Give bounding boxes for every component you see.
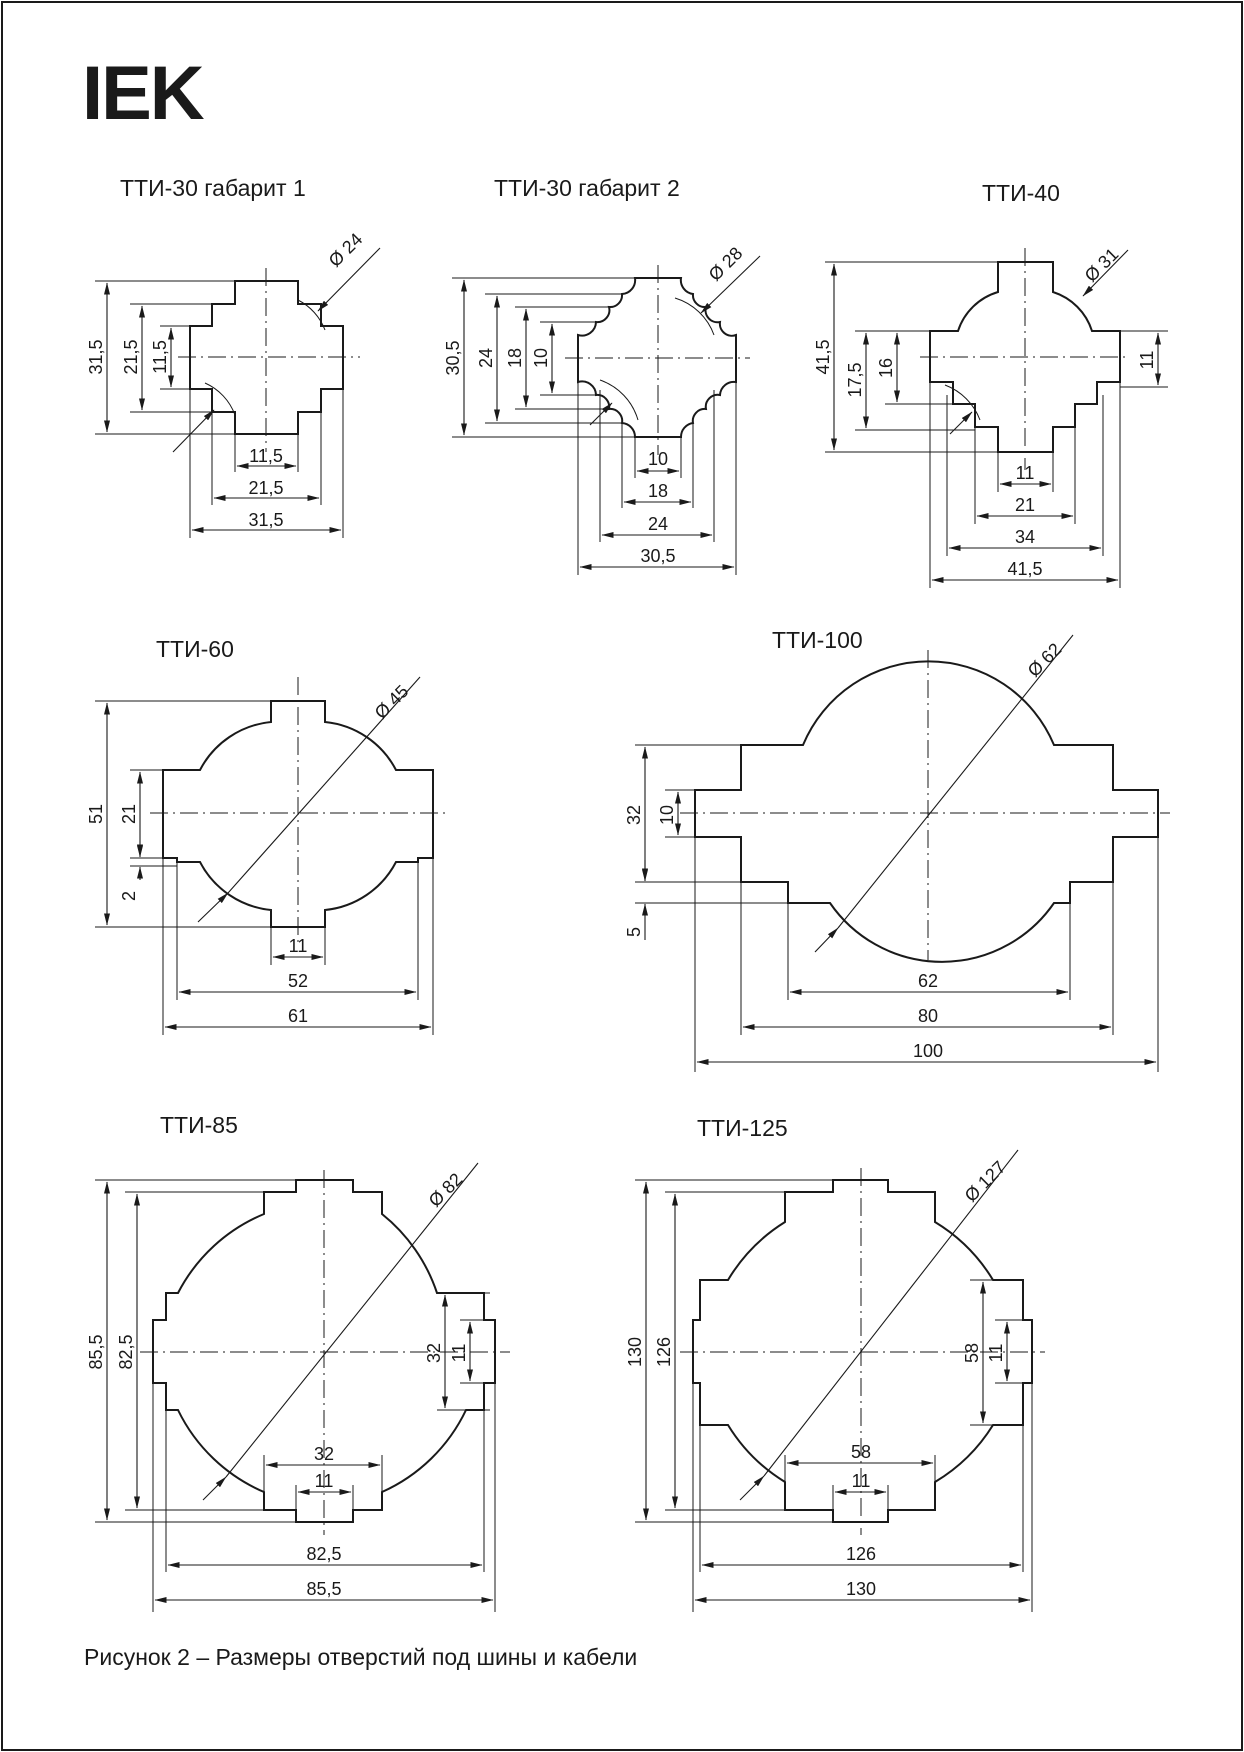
- svg-text:Ø 31: Ø 31: [1081, 244, 1123, 286]
- svg-text:24: 24: [476, 348, 496, 368]
- svg-text:32: 32: [314, 1444, 334, 1464]
- svg-text:11: 11: [289, 936, 308, 956]
- svg-text:62: 62: [918, 971, 938, 991]
- drawing-title: ТТИ-60: [156, 636, 234, 662]
- svg-text:11: 11: [449, 1344, 469, 1363]
- svg-text:11,5: 11,5: [150, 340, 170, 374]
- svg-text:Ø 24: Ø 24: [325, 229, 367, 271]
- svg-text:130: 130: [846, 1579, 876, 1599]
- svg-text:85,5: 85,5: [306, 1579, 341, 1599]
- drawing-title: ТТИ-100: [772, 627, 863, 653]
- svg-text:10: 10: [531, 348, 551, 368]
- svg-text:11: 11: [852, 1471, 871, 1491]
- iek-logo: IEK: [82, 51, 207, 136]
- svg-text:21,5: 21,5: [248, 478, 283, 498]
- drawing-title: ТТИ-40: [982, 180, 1060, 206]
- svg-text:100: 100: [913, 1041, 943, 1061]
- svg-text:11: 11: [315, 1471, 334, 1491]
- svg-text:30,5: 30,5: [640, 546, 675, 566]
- drawing-title: ТТИ-30 габарит 1: [120, 175, 306, 201]
- drawing-title: ТТИ-85: [160, 1112, 238, 1138]
- svg-text:82,5: 82,5: [116, 1334, 136, 1369]
- svg-text:2: 2: [119, 891, 139, 901]
- svg-text:IEK: IEK: [82, 51, 205, 136]
- svg-text:Ø 45: Ø 45: [371, 681, 413, 723]
- drawing-tti40: ТТИ-40 41,5 17,5 16 11 11 21 34: [813, 180, 1168, 588]
- svg-text:Ø 28: Ø 28: [705, 243, 747, 285]
- opening-outline: [692, 1179, 1033, 1523]
- drawing-tti60: ТТИ-60 51 21 2 11 52 61 Ø 45: [86, 636, 445, 1035]
- svg-text:126: 126: [846, 1544, 876, 1564]
- svg-text:51: 51: [86, 804, 106, 824]
- svg-text:30,5: 30,5: [443, 340, 463, 375]
- drawing-title: ТТИ-30 габарит 2: [494, 175, 680, 201]
- svg-text:31,5: 31,5: [248, 510, 283, 530]
- drawing-tti30-g1: ТТИ-30 габарит 1 31,5 21,5 11,5 11,5 21,…: [86, 175, 381, 538]
- drawing-tti30-g2: ТТИ-30 габарит 2 30,5 24 18 10 10: [443, 175, 761, 575]
- svg-text:32: 32: [624, 805, 644, 825]
- svg-text:21: 21: [119, 804, 139, 824]
- svg-text:58: 58: [962, 1343, 982, 1363]
- svg-text:11: 11: [1137, 351, 1157, 370]
- svg-text:10: 10: [657, 805, 677, 825]
- svg-text:58: 58: [851, 1442, 871, 1462]
- svg-text:11: 11: [1016, 463, 1035, 483]
- svg-text:Ø 82: Ø 82: [425, 1169, 467, 1211]
- svg-text:18: 18: [648, 481, 668, 501]
- svg-text:11,5: 11,5: [249, 446, 283, 466]
- svg-text:5: 5: [624, 927, 644, 937]
- svg-text:21: 21: [1015, 495, 1035, 515]
- svg-text:82,5: 82,5: [306, 1544, 341, 1564]
- svg-text:18: 18: [505, 348, 525, 368]
- svg-text:17,5: 17,5: [845, 362, 865, 397]
- svg-text:Ø 62: Ø 62: [1024, 639, 1066, 681]
- svg-text:41,5: 41,5: [813, 339, 833, 374]
- opening-outline: [694, 660, 1159, 963]
- drawing-tti125: ТТИ-125 130 126 58 11 58 11 126 1: [625, 1115, 1045, 1612]
- drawing-tti85: ТТИ-85 85,5 82,5 32 11 32 11 82,5: [86, 1112, 510, 1612]
- svg-text:10: 10: [648, 449, 668, 469]
- svg-text:16: 16: [876, 358, 896, 378]
- svg-text:31,5: 31,5: [86, 339, 106, 374]
- svg-text:Ø 127: Ø 127: [961, 1157, 1010, 1206]
- svg-text:11: 11: [986, 1344, 1006, 1363]
- svg-text:21,5: 21,5: [121, 339, 141, 374]
- svg-text:41,5: 41,5: [1007, 559, 1042, 579]
- drawing-title: ТТИ-125: [697, 1115, 788, 1141]
- svg-text:85,5: 85,5: [86, 1334, 106, 1369]
- svg-text:32: 32: [424, 1343, 444, 1363]
- drawing-tti100: ТТИ-100 32 10 5 62 80 100 Ø 62: [624, 627, 1170, 1072]
- svg-text:24: 24: [648, 514, 668, 534]
- figure-caption: Рисунок 2 – Размеры отверстий под шины и…: [84, 1644, 637, 1670]
- svg-text:34: 34: [1015, 527, 1035, 547]
- svg-text:126: 126: [654, 1337, 674, 1367]
- svg-text:52: 52: [288, 971, 308, 991]
- svg-text:61: 61: [288, 1006, 308, 1026]
- svg-text:80: 80: [918, 1006, 938, 1026]
- svg-text:130: 130: [625, 1337, 645, 1367]
